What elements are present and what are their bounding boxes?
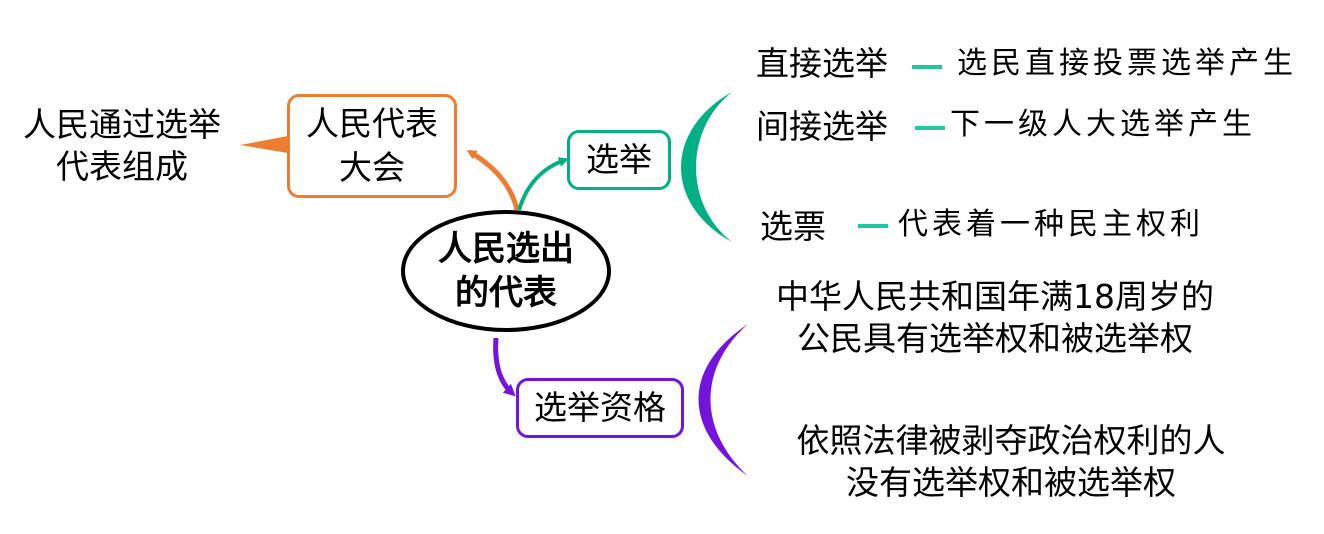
dash-connector xyxy=(858,224,888,228)
election-bracket xyxy=(681,92,732,242)
election-item-desc: 下一级人大选举产生 xyxy=(950,107,1256,142)
election-item-desc: 选民直接投票选举产生 xyxy=(957,46,1297,81)
qualification-item: 依照法律被剥夺政治权利的人 没有选举权和被选举权 xyxy=(756,420,1266,504)
qualification-item-line1: 中华人民共和国年满18周岁的 xyxy=(776,277,1214,316)
arrow-to-congress xyxy=(466,149,520,211)
wedge-to-note xyxy=(240,136,288,153)
qualification-bracket xyxy=(698,324,748,476)
election-item-term: 间接选举 xyxy=(756,107,888,146)
arrow-to-election xyxy=(517,157,569,211)
arrow-to-qualification xyxy=(493,337,516,397)
qualification-item-line2: 公民具有选举权和被选举权 xyxy=(797,319,1193,358)
congress-node-line1: 人民代表 xyxy=(306,104,438,143)
election-node-label: 选举 xyxy=(586,140,652,179)
qualification-item: 中华人民共和国年满18周岁的 公民具有选举权和被选举权 xyxy=(740,276,1250,360)
qualification-item-line2: 没有选举权和被选举权 xyxy=(846,463,1176,502)
congress-note: 人民通过选举 代表组成 xyxy=(12,104,232,188)
qualification-node[interactable]: 选举资格 xyxy=(516,378,684,438)
congress-note-line1: 人民通过选举 xyxy=(23,105,221,144)
congress-node-line2: 大会 xyxy=(339,148,405,187)
election-node[interactable]: 选举 xyxy=(567,130,671,190)
central-topic-line2: 的代表 xyxy=(455,273,557,313)
central-topic-line1: 人民选出 xyxy=(438,229,574,269)
election-item-term: 直接选举 xyxy=(756,44,888,83)
congress-note-line2: 代表组成 xyxy=(56,147,188,186)
dash-connector xyxy=(915,126,945,130)
qualification-item-line1: 依照法律被剥夺政治权利的人 xyxy=(796,421,1226,460)
congress-node[interactable]: 人民代表 大会 xyxy=(287,94,457,198)
election-item-desc: 代表着一种民主权利 xyxy=(898,207,1204,242)
dash-connector xyxy=(912,65,942,69)
central-topic-node[interactable]: 人民选出 的代表 xyxy=(401,210,611,332)
election-item-term: 选票 xyxy=(760,207,826,246)
qualification-node-label: 选举资格 xyxy=(534,388,666,427)
